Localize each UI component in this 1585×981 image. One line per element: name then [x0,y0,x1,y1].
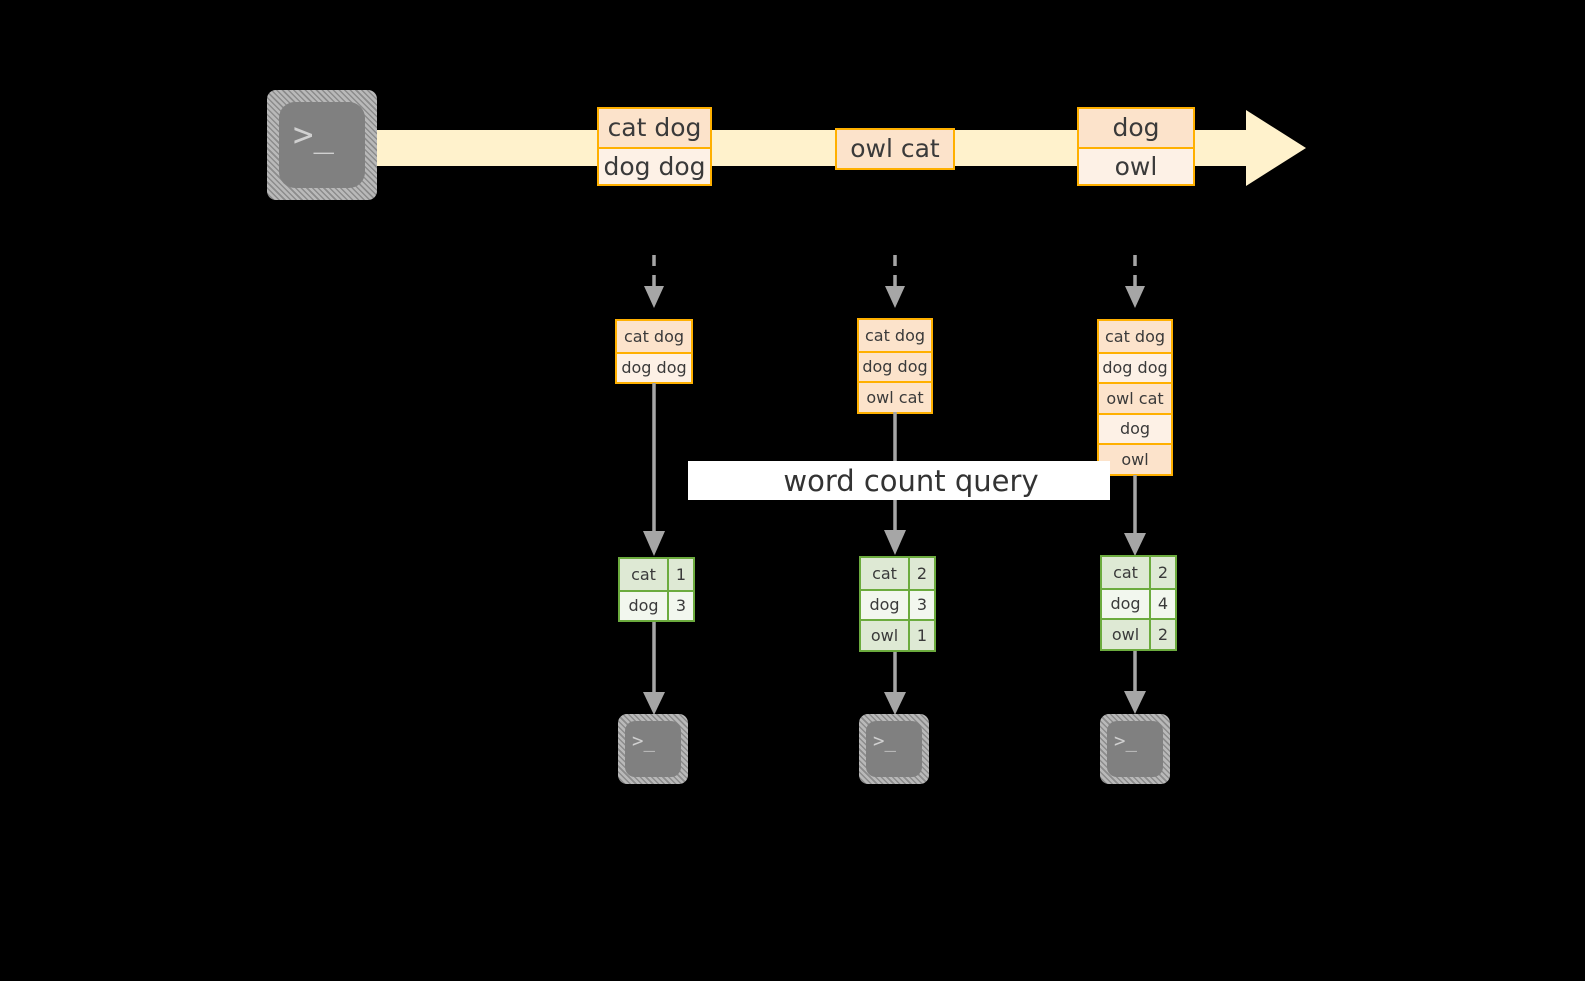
consumer-terminal-icon-3: >_ [1100,714,1170,784]
table-row: cat 1 [620,559,693,590]
log-entry: cat dog [859,320,931,351]
log-entry: dog dog [859,350,931,381]
consumer-terminal-icon-1: >_ [618,714,688,784]
log-snapshot-2: cat dog dog dog owl cat [857,318,933,414]
terminal-prompt-glyph: >_ [293,115,334,155]
table-row: dog 3 [620,589,693,620]
log-entry: owl cat [859,381,931,412]
query-label-text: word count query [783,463,1039,498]
table-row: dog 4 [1102,587,1175,618]
terminal-prompt-glyph: >_ [873,730,896,752]
log-entry: cat dog [617,321,691,352]
result-word: cat [1102,557,1149,588]
result-word: owl [1102,620,1149,649]
result-table-1: cat 1 dog 3 [618,557,695,622]
stream-message: dog dog [599,146,710,184]
result-word: dog [620,591,667,620]
result-word: cat [620,559,667,590]
stream-batch-2: owl cat [835,128,955,170]
terminal-body [1107,721,1163,777]
result-table-3: cat 2 dog 4 owl 2 [1100,555,1177,651]
log-snapshot-1: cat dog dog dog [615,319,693,384]
log-entry: dog dog [1099,351,1171,382]
terminal-body [625,721,681,777]
result-word: owl [861,621,908,650]
result-count: 3 [908,590,934,619]
result-word: dog [1102,589,1149,618]
result-count: 4 [1149,589,1175,618]
log-entry: owl [1099,443,1171,474]
stream-message: owl cat [837,130,953,168]
stream-message: dog [1079,109,1193,147]
terminal-prompt-glyph: >_ [632,730,655,752]
log-entry: dog [1099,412,1171,443]
query-connector-3 [1120,475,1150,557]
result-count: 2 [908,558,934,589]
dashed-connector-2 [880,255,910,310]
stream-message: owl [1079,146,1193,184]
dashed-connector-3 [1120,255,1150,310]
query-label-band: word count query [688,461,1110,500]
dashed-connector-1 [639,255,669,310]
table-row: cat 2 [1102,557,1175,588]
stream-batch-1: cat dog dog dog [597,107,712,186]
result-table-2: cat 2 dog 3 owl 1 [859,556,936,652]
table-row: owl 1 [861,619,934,650]
result-count: 2 [1149,557,1175,588]
result-count: 2 [1149,620,1175,649]
log-entry: owl cat [1099,382,1171,413]
result-count: 1 [667,559,693,590]
producer-terminal-icon: >_ [267,90,377,200]
query-connector-1 [639,383,669,558]
result-word: cat [861,558,908,589]
output-connector-3 [1120,651,1150,715]
terminal-prompt-glyph: >_ [1114,730,1137,752]
stream-batch-3: dog owl [1077,107,1195,186]
consumer-terminal-icon-2: >_ [859,714,929,784]
terminal-body [279,102,365,188]
terminal-body [866,721,922,777]
log-snapshot-3: cat dog dog dog owl cat dog owl [1097,319,1173,476]
result-word: dog [861,590,908,619]
table-row: owl 2 [1102,618,1175,649]
output-connector-1 [639,622,669,716]
result-count: 1 [908,621,934,650]
log-entry: dog dog [617,351,691,382]
log-entry: cat dog [1099,321,1171,352]
stream-message: cat dog [599,109,710,147]
result-count: 3 [667,591,693,620]
output-connector-2 [880,652,910,716]
table-row: dog 3 [861,588,934,619]
table-row: cat 2 [861,558,934,589]
